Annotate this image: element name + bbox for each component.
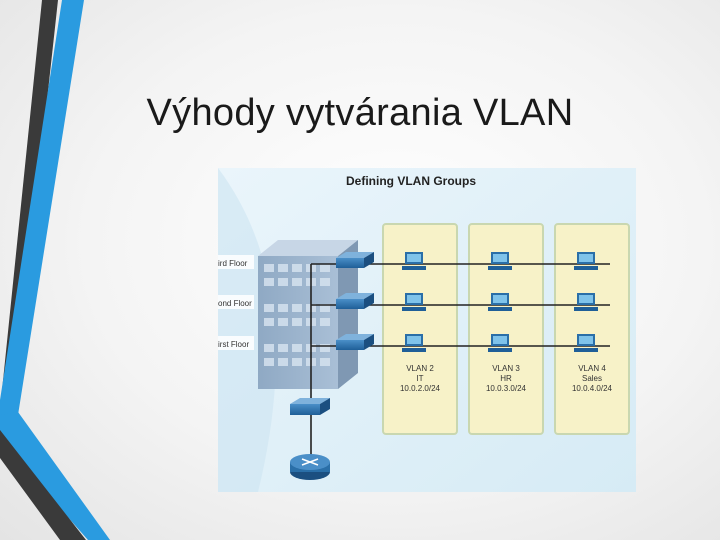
pc-icon xyxy=(488,334,512,352)
switch-icon xyxy=(336,334,374,350)
switch-icon xyxy=(336,252,374,268)
floor-label-first: irst Floor xyxy=(218,340,249,349)
pc-grid xyxy=(402,252,598,352)
floor-label-second: ond Floor xyxy=(218,299,252,308)
vlan-4-subnet: 10.0.4.0/24 xyxy=(572,384,613,393)
figure-heading: Defining VLAN Groups xyxy=(346,174,476,188)
pc-icon xyxy=(574,293,598,311)
vlan-labels: VLAN 2 IT 10.0.2.0/24 VLAN 3 HR 10.0.3.0… xyxy=(400,364,613,393)
vlan-3-dept: HR xyxy=(500,374,512,383)
vlan-panel-4 xyxy=(554,223,630,435)
floor-label-bg-2 xyxy=(218,295,254,309)
vlan-panel-3 xyxy=(468,223,544,435)
vlan-panel-2 xyxy=(382,223,458,435)
floor-label-bg-1 xyxy=(218,336,254,350)
floor-label-third: ird Floor xyxy=(218,259,248,268)
vlan-2-dept: IT xyxy=(416,374,423,383)
pc-icon xyxy=(574,252,598,270)
dark-stripe-bottom xyxy=(0,430,86,540)
blue-stripe xyxy=(0,0,84,420)
floor-label-bg-3 xyxy=(218,255,254,269)
vlan-3-name: VLAN 3 xyxy=(492,364,520,373)
bg-swoosh xyxy=(218,168,276,492)
vlan-panels xyxy=(382,223,630,435)
floor-switches xyxy=(336,252,374,350)
vlan-2-name: VLAN 2 xyxy=(406,364,434,373)
switch-icon xyxy=(336,293,374,309)
slide-title: Výhody vytvárania VLAN xyxy=(146,92,574,134)
pc-icon xyxy=(488,252,512,270)
pc-icon xyxy=(488,293,512,311)
pc-icon xyxy=(402,334,426,352)
switch-icon xyxy=(290,398,330,415)
pc-icon xyxy=(574,334,598,352)
pc-icon xyxy=(402,293,426,311)
vlan-4-dept: Sales xyxy=(582,374,602,383)
floor-links xyxy=(310,263,610,458)
vlan-4-name: VLAN 4 xyxy=(578,364,606,373)
vlan-3-subnet: 10.0.3.0/24 xyxy=(486,384,527,393)
blue-stripe-bottom xyxy=(0,412,110,540)
vlan-diagram: Defining VLAN Groups ird Floor ond Floor… xyxy=(218,168,636,492)
router-icon xyxy=(290,454,330,480)
building-icon xyxy=(258,240,358,389)
pc-icon xyxy=(402,252,426,270)
vlan-2-subnet: 10.0.2.0/24 xyxy=(400,384,441,393)
